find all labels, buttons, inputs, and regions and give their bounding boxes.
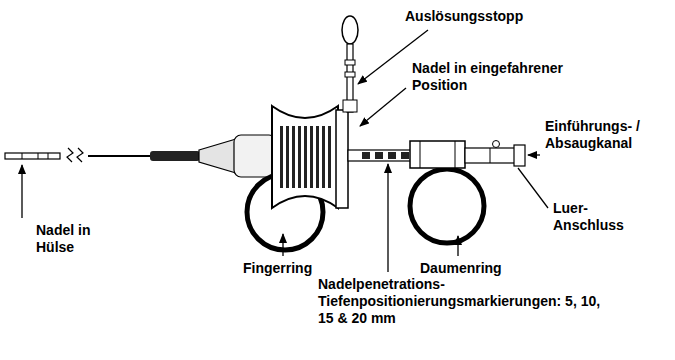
grip-plate (336, 110, 348, 208)
part-label: Daumenring (420, 260, 540, 277)
thumb-ring (410, 169, 484, 243)
cone (199, 139, 236, 173)
catheter (88, 155, 152, 157)
break-mark (67, 148, 83, 162)
luer-connector (465, 141, 525, 167)
part-label: Einführungs- / Absaugkanal (545, 118, 670, 152)
grip-ribs (280, 126, 331, 188)
sheath (150, 151, 200, 161)
part-label: Luer- Anschluss (553, 200, 633, 234)
hub-cylinder (234, 135, 276, 177)
trigger-stop (342, 16, 358, 112)
part-label: Fingerring (243, 260, 363, 277)
part-label: Nadel in Hülse (36, 222, 108, 256)
depth-markings (362, 152, 409, 159)
finger-grip (272, 106, 338, 208)
part-label: Nadel in eingefahrener Position (412, 60, 602, 94)
part-label: Auslösungsstopp (405, 8, 605, 25)
part-label: Nadelpenetrations- Tiefenpositionierungs… (318, 276, 618, 327)
slider (410, 141, 465, 168)
needle-sleeve (5, 153, 60, 159)
